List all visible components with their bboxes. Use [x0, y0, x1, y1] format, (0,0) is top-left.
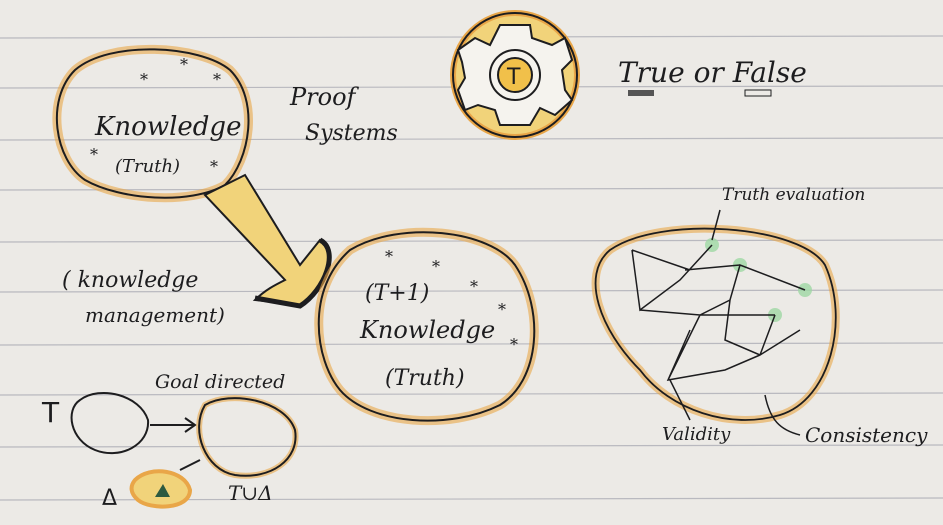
union-label: T∪Δ	[228, 481, 273, 505]
delta-triangle-icon	[155, 484, 170, 497]
svg-text:*: *	[90, 145, 98, 164]
truth-network	[591, 209, 840, 436]
next-blob-line1: (T+1)	[365, 281, 429, 306]
svg-text:*: *	[140, 70, 148, 89]
t-label: T	[41, 396, 60, 429]
svg-text:*: *	[210, 157, 218, 176]
knowledge-blob: Knowledge (Truth) * * * * *	[52, 44, 253, 203]
true-filled-box	[628, 90, 654, 96]
star-marks: * * * * *	[90, 55, 221, 176]
next-blob-line3: (Truth)	[385, 366, 465, 391]
svg-text:*: *	[510, 335, 518, 354]
svg-text:*: *	[385, 247, 393, 266]
knowledge-subtitle: (Truth)	[115, 156, 180, 177]
next-blob-line2: Knowledge	[359, 316, 495, 344]
proof-label: Proof	[289, 83, 360, 111]
svg-text:*: *	[432, 257, 440, 276]
km-line1: ( knowledge	[62, 268, 198, 293]
next-knowledge-blob: (T+1) Knowledge (Truth) *****	[314, 227, 539, 426]
svg-text:*: *	[213, 70, 221, 89]
delta-label: Δ	[102, 486, 117, 511]
svg-text:*: *	[470, 277, 478, 296]
t-blob	[70, 391, 150, 455]
delta-arrow	[179, 459, 201, 471]
gear-icon: T	[450, 10, 580, 140]
arrow-head-outline	[254, 237, 332, 309]
false-empty-box	[744, 89, 772, 97]
systems-label: Systems	[305, 121, 398, 146]
true-or-false-label: True or False	[618, 56, 807, 89]
truth-evaluation-label: Truth evaluation	[722, 185, 865, 205]
km-line2: management)	[85, 303, 225, 327]
validity-label: Validity	[662, 424, 731, 445]
goal-arrow	[150, 417, 197, 433]
gear-label: T	[506, 65, 521, 90]
transition-arrow	[203, 173, 331, 307]
goal-directed-label: Goal directed	[155, 371, 285, 393]
svg-text:*: *	[498, 300, 506, 319]
knowledge-title: Knowledge	[94, 112, 241, 142]
consistency-label: Consistency	[805, 423, 928, 447]
svg-text:*: *	[180, 55, 188, 74]
